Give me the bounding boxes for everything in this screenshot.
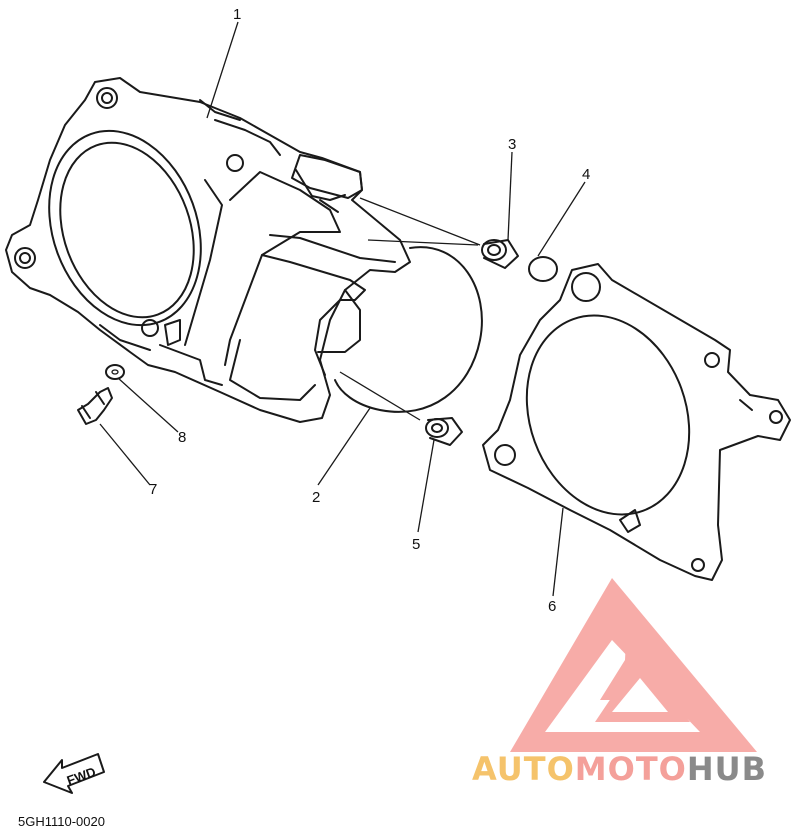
watermark-hub: HUB: [687, 750, 767, 788]
callout-1: 1: [233, 6, 241, 23]
washer: [105, 364, 125, 380]
leader-lines: [99, 21, 586, 597]
watermark-text: AUTOMOTOHUB: [472, 750, 767, 788]
fwd-arrow-icon: FWD: [43, 753, 105, 794]
watermark-auto: AUTO: [472, 750, 575, 788]
gasket-ring: [334, 197, 483, 421]
fwd-label: FWD: [65, 764, 98, 788]
callout-2: 2: [312, 489, 320, 506]
dowel-pin-lower: [425, 417, 463, 446]
callout-6: 6: [548, 598, 556, 615]
bolt: [77, 387, 113, 425]
callout-7: 7: [149, 481, 157, 498]
callout-3: 3: [508, 136, 516, 153]
callout-4: 4: [582, 166, 590, 183]
diagram-code: 5GH1110-0020: [18, 814, 105, 829]
base-gasket: [482, 263, 791, 581]
callout-8: 8: [178, 429, 186, 446]
callout-5: 5: [412, 536, 420, 553]
watermark-logo: [510, 578, 757, 752]
cylinder-block: [5, 77, 411, 423]
watermark-moto: MOTO: [575, 750, 687, 788]
dowel-pin-upper: [481, 239, 519, 269]
o-ring: [528, 256, 558, 282]
